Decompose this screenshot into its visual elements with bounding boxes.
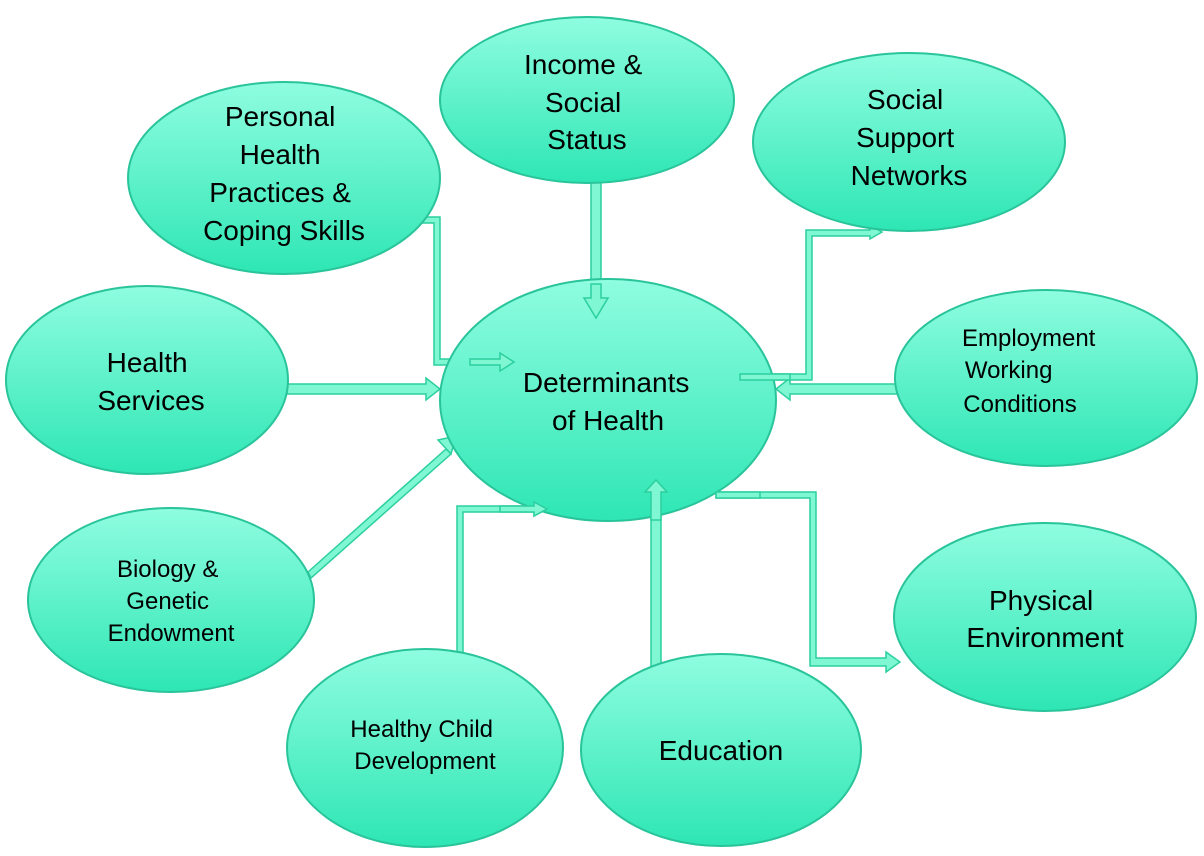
node-health-services: Health Services xyxy=(5,285,289,475)
arrow-center-to-physical-tail xyxy=(715,491,761,499)
node-determinants-of-health: Determinants of Health xyxy=(439,278,777,522)
node-employment-label: Employment Working Conditions xyxy=(962,325,1102,418)
arrow-health-services-to-center xyxy=(286,376,442,402)
node-healthy-child-development: Healthy Child Development xyxy=(286,648,564,848)
node-personal-label: Personal Health Practices & Coping Skill… xyxy=(203,101,365,246)
connector-overlays xyxy=(469,283,791,521)
arrow-child-to-center xyxy=(371,500,549,667)
arrow-income-head-overlay xyxy=(582,283,610,320)
node-child-label: Healthy Child Development xyxy=(350,716,499,775)
node-personal-health-practices: Personal Health Practices & Coping Skill… xyxy=(127,81,441,275)
arrow-personal-head-overlay xyxy=(469,351,516,373)
node-education-label: Education xyxy=(659,735,784,766)
center-label: Determinants of Health xyxy=(523,367,697,436)
node-employment-working-conditions: Employment Working Conditions xyxy=(894,289,1198,467)
node-biology-genetic-endowment: Biology & Genetic Endowment xyxy=(27,507,315,693)
arrow-biology-to-center xyxy=(307,434,458,580)
node-social-support-networks: Social Support Networks xyxy=(752,52,1066,232)
node-physical-environment: Physical Environment xyxy=(893,522,1197,712)
arrow-center-to-social-support xyxy=(739,223,884,381)
arrow-child-head-overlay xyxy=(499,500,549,518)
arrow-education-head-overlay xyxy=(643,478,669,521)
node-income-label: Income & Social Status xyxy=(524,49,650,155)
node-physical-label: Physical Environment xyxy=(966,585,1123,653)
node-biology-label: Biology & Genetic Endowment xyxy=(108,556,235,647)
node-social-support-label: Social Support Networks xyxy=(851,84,968,191)
node-income: Income & Social Status xyxy=(439,16,735,184)
arrow-center-to-social-support-tail xyxy=(739,373,791,381)
node-health-services-label: Health Services xyxy=(97,347,204,416)
node-education: Education xyxy=(580,653,862,847)
arrow-center-to-physical xyxy=(715,491,902,674)
